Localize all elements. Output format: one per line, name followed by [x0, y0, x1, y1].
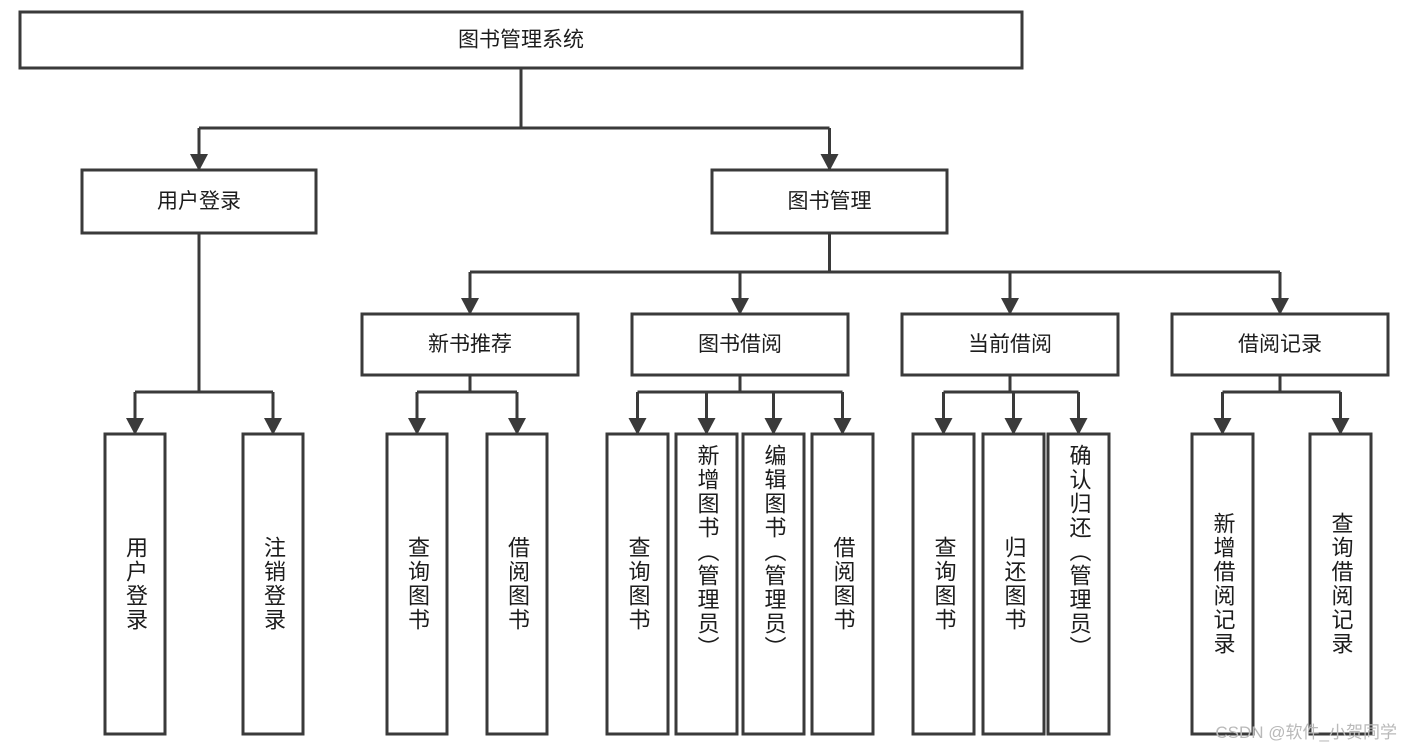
- node-box-leaf-query-book-cur[interactable]: [911, 432, 976, 736]
- node-box-user-login[interactable]: [80, 168, 318, 235]
- arrow-head-icon: [508, 418, 526, 435]
- arrow-head-icon: [731, 298, 749, 315]
- node-box-leaf-borrow-book[interactable]: [810, 432, 875, 736]
- arrow-head-icon: [697, 418, 716, 435]
- arrow-head-icon: [1331, 418, 1350, 435]
- node-box-leaf-query-book[interactable]: [605, 432, 670, 736]
- node-box-borrow-record[interactable]: [1170, 312, 1390, 377]
- node-box-book-borrow[interactable]: [630, 312, 850, 377]
- arrow-head-icon: [1004, 418, 1023, 435]
- node-label-user-login: 用户登录: [157, 190, 241, 213]
- arrow-head-icon: [264, 418, 282, 435]
- node-label-book-borrow: 图书借阅: [698, 333, 782, 356]
- node-box-leaf-query-book-rec[interactable]: [385, 432, 449, 736]
- node-box-leaf-logout[interactable]: [241, 432, 305, 736]
- arrow-head-icon: [190, 154, 208, 171]
- node-box-leaf-return-book[interactable]: [981, 432, 1046, 736]
- node-box-leaf-edit-book[interactable]: [741, 432, 806, 736]
- node-box-new-book-rec[interactable]: [360, 312, 580, 377]
- arrow-head-icon: [628, 418, 647, 435]
- arrow-head-icon: [1271, 298, 1289, 315]
- node-box-root[interactable]: [18, 10, 1024, 70]
- arrow-head-icon: [1069, 418, 1088, 435]
- arrow-head-icon: [1001, 298, 1019, 315]
- node-box-leaf-borrow-book-rec[interactable]: [485, 432, 549, 736]
- node-label-borrow-record: 借阅记录: [1238, 333, 1322, 356]
- node-label-current-borrow: 当前借阅: [968, 333, 1052, 356]
- node-box-leaf-user-login[interactable]: [103, 432, 167, 736]
- watermark-text: CSDN @软件_小贺同学: [1215, 723, 1397, 742]
- node-box-leaf-add-book[interactable]: [674, 432, 739, 736]
- arrow-head-icon: [820, 154, 839, 171]
- node-box-leaf-confirm-return[interactable]: [1046, 432, 1111, 736]
- node-label-new-book-rec: 新书推荐: [428, 333, 512, 356]
- node-box-leaf-query-record[interactable]: [1308, 432, 1373, 736]
- node-box-current-borrow[interactable]: [900, 312, 1120, 377]
- arrow-head-icon: [461, 298, 479, 315]
- arrow-head-icon: [764, 418, 783, 435]
- node-box-leaf-add-record[interactable]: [1190, 432, 1255, 736]
- node-label-book-manage: 图书管理: [788, 190, 872, 213]
- arrow-head-icon: [934, 418, 953, 435]
- edges-layer: [126, 68, 1350, 435]
- arrow-head-icon: [833, 418, 852, 435]
- node-box-book-manage[interactable]: [710, 168, 949, 235]
- arrow-head-icon: [126, 418, 144, 435]
- node-label-root: 图书管理系统: [458, 29, 584, 52]
- boxes-layer: [18, 10, 1390, 736]
- arrow-head-icon: [408, 418, 426, 435]
- arrow-head-icon: [1213, 418, 1232, 435]
